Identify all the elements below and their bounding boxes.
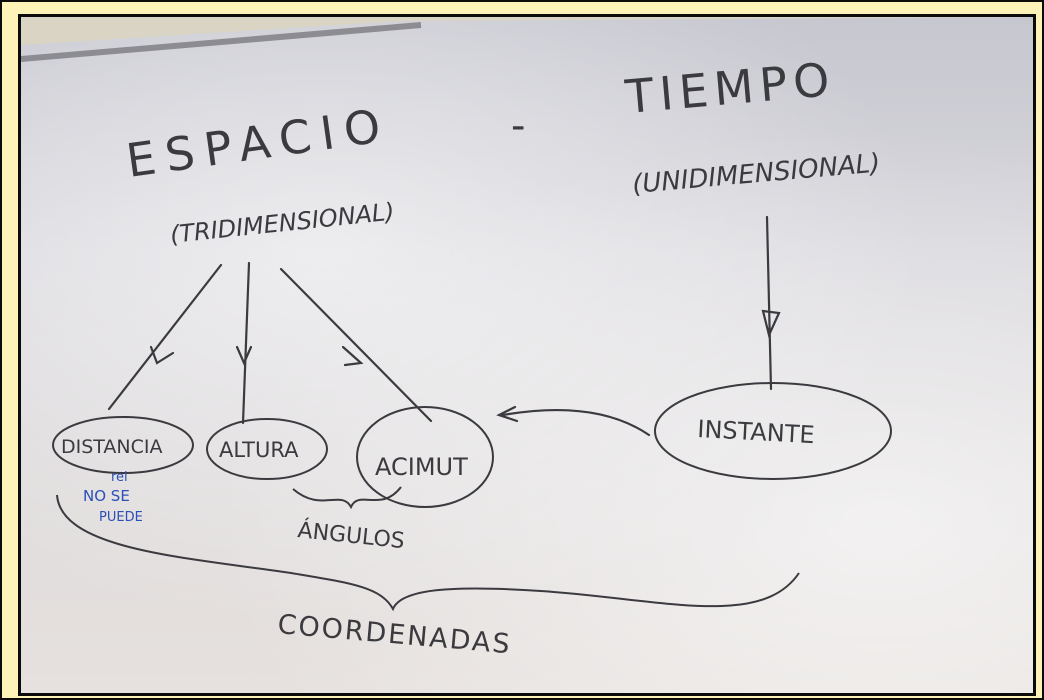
arrowhead-altura <box>235 345 253 366</box>
arrowhead-acimut <box>341 345 364 367</box>
note-rel: rel <box>111 470 128 485</box>
arrow-to-acimut <box>279 267 433 423</box>
arrow-instante-acimut <box>501 408 651 437</box>
node-ellipses <box>52 382 892 508</box>
instante-to-acimut-arrow <box>496 405 651 437</box>
ellipse-instante <box>654 382 892 480</box>
node-distancia: DISTANCIA <box>61 436 163 458</box>
arrow-to-distancia <box>107 263 223 411</box>
board-top-edge <box>21 17 1033 45</box>
espacio-arrows <box>107 261 433 425</box>
subtitle-unidimensional: (UNIDIMENSIONAL) <box>631 148 881 200</box>
label-angulos: ÁNGULOS <box>296 517 406 554</box>
note-puede: PUEDE <box>99 510 143 525</box>
whiteboard: ESPACIO - TIEMPO (TRIDIMENSIONAL) (UNIDI… <box>18 14 1036 696</box>
node-altura: ALTURA <box>219 438 299 462</box>
title-tiempo: TIEMPO <box>622 52 837 124</box>
whiteboard-drawing: ESPACIO - TIEMPO (TRIDIMENSIONAL) (UNIDI… <box>21 17 1033 660</box>
ellipse-altura <box>206 418 328 480</box>
board-rail <box>21 22 422 62</box>
node-acimut: ACIMUT <box>375 453 468 481</box>
arrowhead-instante <box>761 309 781 339</box>
subtitle-tridimensional: (TRIDIMENSIONAL) <box>169 198 396 249</box>
ellipse-distancia <box>52 416 194 474</box>
angulos-brace <box>292 486 402 510</box>
arrow-to-altura <box>241 261 251 425</box>
note-no-se: NO SE <box>83 487 130 505</box>
arrowhead-instante-acimut <box>496 405 519 423</box>
tiempo-arrow <box>761 215 781 391</box>
title-dash: - <box>511 103 525 149</box>
title-espacio: ESPACIO <box>123 97 394 187</box>
arrow-to-instante <box>765 215 773 391</box>
node-instante: INSTANTE <box>697 415 816 449</box>
label-coordenadas: COORDENADAS <box>276 609 512 660</box>
arrowhead-distancia <box>149 345 175 365</box>
coordenadas-brace <box>56 494 800 612</box>
ellipse-acimut <box>356 406 494 508</box>
